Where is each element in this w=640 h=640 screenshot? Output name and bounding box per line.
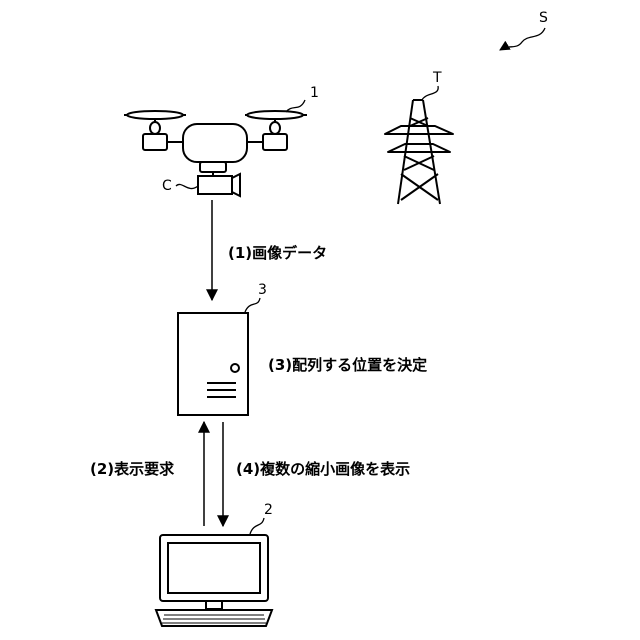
system-label: S [539,10,548,26]
terminal-ref: 2 [264,502,273,518]
step2-label: (2)表示要求 [90,460,175,478]
drone-leader-line [286,100,305,112]
camera-leader-line [176,184,198,188]
server-leader-line [245,298,260,312]
tower-leader-line [422,86,438,100]
drone-icon [124,111,307,196]
tower-icon [385,100,453,204]
step4-label: (4)複数の縮小画像を表示 [236,460,410,478]
server-icon [178,313,248,415]
tower-label: T [432,70,442,86]
terminal-icon [156,535,272,626]
server-ref: 3 [258,282,267,298]
camera-label: C [162,178,172,194]
system-label-group: S [500,10,548,50]
drone-ref: 1 [310,85,319,101]
terminal-leader-line [250,518,264,534]
system-leader-line [500,28,545,50]
step1-label: (1)画像データ [228,244,327,262]
step3-label: (3)配列する位置を決定 [268,356,427,374]
